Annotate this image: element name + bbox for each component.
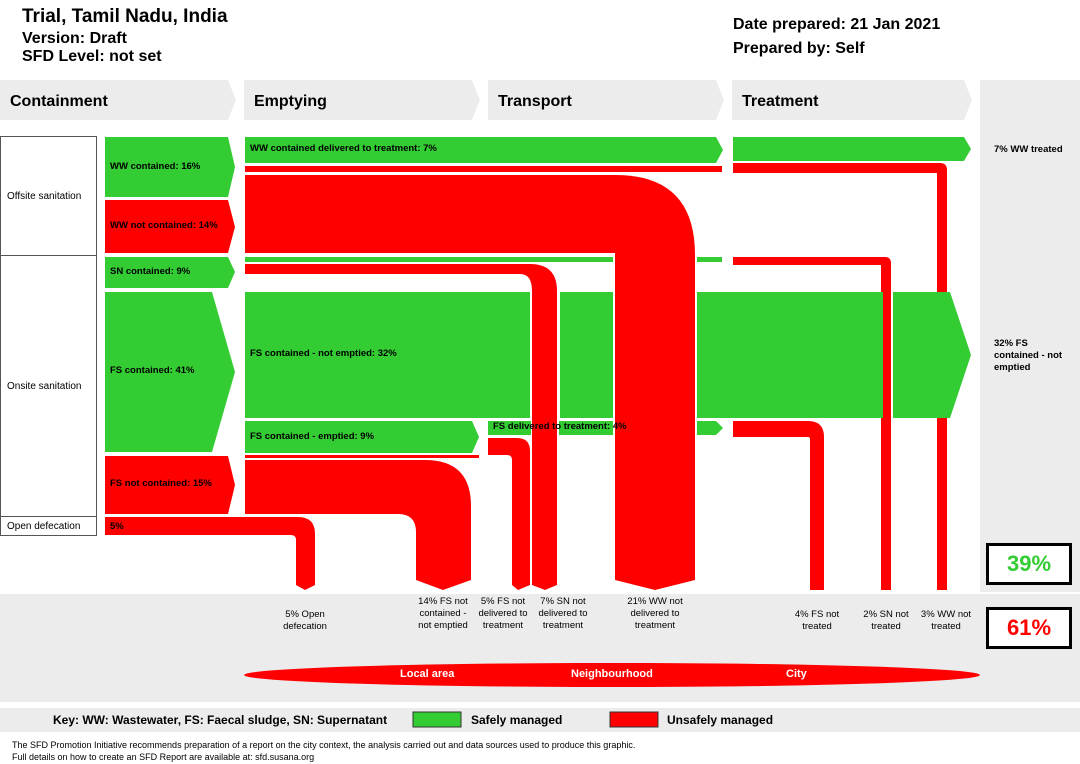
- bottom-sn-not-treated: 2% SN not treated: [863, 609, 909, 632]
- label-ww-not-contained: WW not contained: 14%: [110, 220, 218, 231]
- bottom-open-defecation: 5% Open defecation: [283, 609, 327, 632]
- area-city: City: [786, 668, 807, 680]
- fs-not-contained-arrow: [105, 456, 235, 514]
- area-neighbourhood: Neighbourhood: [571, 668, 653, 680]
- label-fs-delivered: FS delivered to treatment: 4%: [493, 421, 627, 432]
- sn-contained-arrow: [105, 257, 235, 288]
- stage-chevron-transport: [488, 80, 724, 120]
- category-open-defecation: Open defecation: [0, 516, 97, 536]
- fs-contained-arrow: [105, 292, 235, 452]
- safely-managed-percent: 39%: [986, 543, 1072, 585]
- fs-not-treated-flow: [733, 421, 824, 590]
- key-safe-swatch: [412, 711, 462, 728]
- area-ellipse: [244, 663, 980, 687]
- fs-not-contained-flow: [245, 460, 471, 590]
- bottom-ww-not-treated: 3% WW not treated: [920, 609, 972, 632]
- ww-treated-arrow: [733, 137, 971, 161]
- key-unsafe-label: Unsafely managed: [667, 713, 774, 727]
- stage-treatment: Treatment: [742, 93, 819, 110]
- key-safe-label: Safely managed: [471, 713, 563, 727]
- stage-emptying: Emptying: [254, 93, 327, 110]
- bottom-fs-not-treated: 4% FS not treated: [794, 609, 840, 632]
- fs-not-emptied-band-2: [560, 292, 613, 418]
- label-fs-contained: FS contained: 41%: [110, 365, 195, 376]
- fs-not-delivered-flow: [488, 438, 530, 590]
- bottom-ww-not-delivered: 21% WW not delivered to treatment: [627, 596, 683, 631]
- footer-line-2: Full details on how to create an SFD Rep…: [12, 752, 315, 762]
- label-ww-contained: WW contained: 16%: [110, 161, 201, 172]
- outcome-fs-not-emptied: 32% FS contained - not emptied: [994, 338, 1063, 373]
- bottom-sn-not-delivered: 7% SN not delivered to treatment: [538, 596, 588, 631]
- label-ww-delivered: WW contained delivered to treatment: 7%: [250, 143, 437, 154]
- ww-not-delivered-flow: [245, 175, 695, 590]
- key-unsafe-swatch: [609, 711, 659, 728]
- fs-not-emptied-band-4: [893, 292, 971, 418]
- label-fs-not-contained: FS not contained: 15%: [110, 478, 212, 489]
- sfd-level-label: SFD Level: not set: [22, 48, 162, 65]
- ww-not-contained-arrow: [105, 200, 235, 253]
- key-text: Key: WW: Wastewater, FS: Faecal sludge, …: [53, 713, 388, 727]
- sn-green-line: [245, 257, 613, 262]
- ww-delivered-arrow: [245, 137, 723, 163]
- stage-containment: Containment: [10, 93, 108, 110]
- footer-line-1: The SFD Promotion Initiative recommends …: [12, 740, 636, 750]
- fs-not-emptied-band-3: [697, 292, 883, 418]
- fs-delivered-seg-1: [488, 421, 531, 435]
- stage-transport: Transport: [498, 93, 572, 110]
- unsafely-managed-percent: 61%: [986, 607, 1072, 649]
- fs-delivered-seg-2: [559, 421, 613, 435]
- date-prepared: Date prepared: 21 Jan 2021: [733, 16, 941, 33]
- stage-chevron-emptying: [244, 80, 480, 120]
- category-offsite: Offsite sanitation: [0, 136, 97, 256]
- ww-contained-arrow: [105, 137, 235, 197]
- area-local: Local area: [400, 668, 455, 680]
- category-onsite: Onsite sanitation: [0, 255, 97, 517]
- ww-thin-red-line: [245, 166, 722, 172]
- fs-emptied-arrow: [245, 421, 479, 453]
- bottom-fs-not-contained: 14% FS not contained - not emptied: [418, 596, 468, 631]
- open-defecation-bar: [105, 517, 225, 535]
- open-defecation-flow: [225, 517, 315, 590]
- label-open-defecation: 5%: [110, 521, 124, 532]
- outcome-panel: [980, 80, 1080, 592]
- fs-not-emptied-band-1: [245, 292, 530, 418]
- stage-chevron-treatment: [732, 80, 972, 120]
- fs-emptied-red-line: [245, 455, 479, 458]
- fs-delivered-seg-3: [697, 421, 723, 435]
- label-sn-contained: SN contained: 9%: [110, 266, 191, 277]
- label-fs-emptied: FS contained - emptied: 9%: [250, 431, 375, 442]
- key-panel: [0, 708, 1080, 732]
- stage-chevron-containment: [0, 80, 236, 120]
- prepared-by: Prepared by: Self: [733, 40, 865, 57]
- sn-green-line-2: [697, 257, 722, 262]
- label-fs-not-emptied: FS contained - not emptied: 32%: [250, 348, 397, 359]
- bottom-fs-not-delivered: 5% FS not delivered to treatment: [478, 596, 528, 631]
- version-label: Version: Draft: [22, 30, 127, 47]
- outcome-ww-treated: 7% WW treated: [994, 144, 1063, 155]
- city-title: Trial, Tamil Nadu, India: [22, 6, 228, 27]
